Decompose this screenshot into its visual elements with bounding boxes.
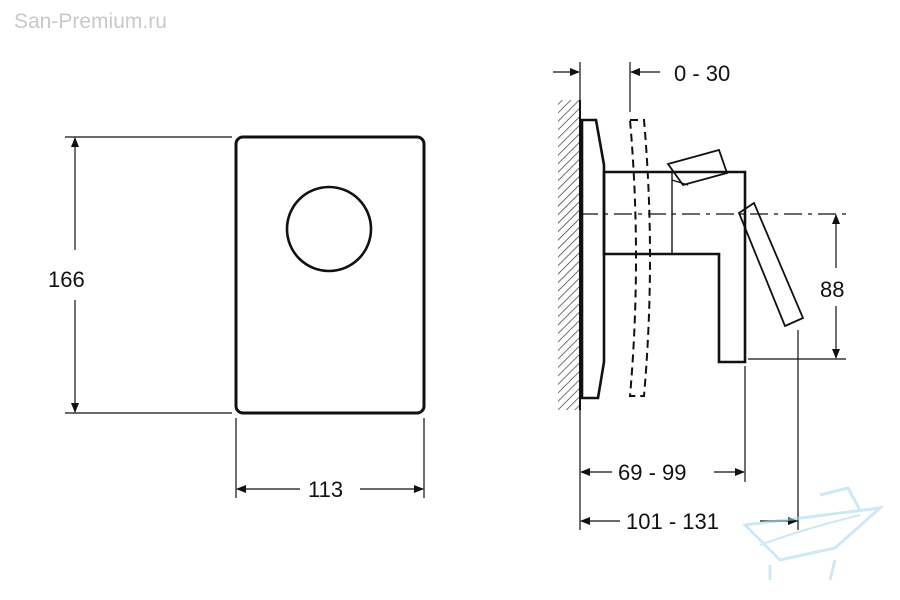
- height-label: 166: [48, 267, 85, 292]
- offset-label: 0 - 30: [674, 61, 730, 86]
- handle-circle: [285, 185, 373, 273]
- lever-raised: [666, 148, 729, 187]
- side-view: 0 - 30 88 69 - 99 101 - 131: [553, 61, 846, 534]
- cover-plate: [234, 135, 426, 415]
- lever-height-label: 88: [820, 277, 844, 302]
- cover-plate-profile: [580, 118, 606, 400]
- watermark-text: San-Premium.ru: [14, 10, 167, 33]
- width-label: 113: [308, 477, 343, 502]
- lever-link: [671, 179, 689, 186]
- total-depth-label: 101 - 131: [626, 509, 719, 534]
- logo-bath-icon: [741, 505, 885, 562]
- front-view: 166 113: [48, 135, 426, 502]
- mixer-body: [602, 170, 747, 364]
- body-depth-label: 69 - 99: [618, 460, 687, 485]
- wall-hatching: [558, 100, 580, 410]
- watermark-logo: [741, 486, 885, 581]
- offset-plate-ghost: [628, 119, 651, 397]
- lever-lowered: [737, 201, 805, 328]
